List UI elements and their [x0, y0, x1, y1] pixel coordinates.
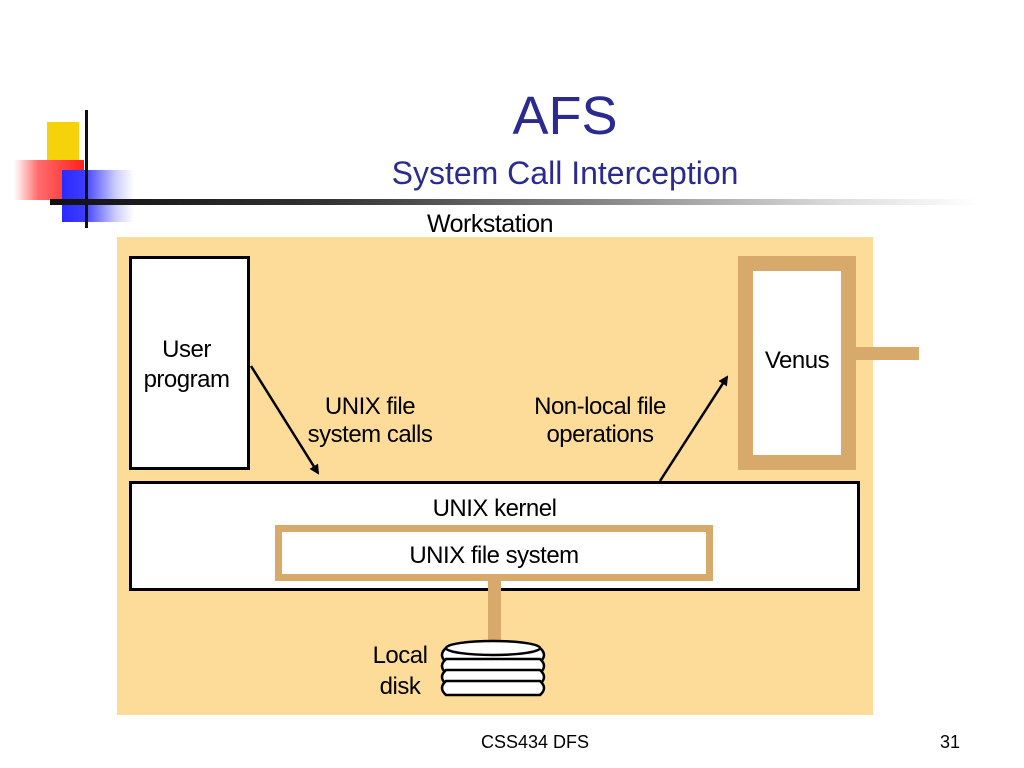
unix-kernel-label: UNIX kernel — [432, 495, 557, 522]
unix-file-system-label: UNIX file system — [409, 542, 579, 569]
logo-blue-square — [62, 170, 134, 222]
venus-label: Venus — [764, 347, 830, 374]
disk-icon — [440, 639, 546, 697]
footer-course-name: CSS434 DFS — [480, 732, 590, 752]
arrow-non-local-operations — [658, 375, 729, 482]
local-disk-label-line1: Local — [372, 642, 428, 669]
user-program-label-line2: program — [143, 366, 230, 393]
venus-network-connector — [856, 347, 919, 360]
disk-platter-4 — [440, 679, 546, 697]
disk-top — [444, 639, 542, 657]
local-disk-label-line2: disk — [379, 673, 421, 700]
slide-title: AFS — [512, 86, 618, 146]
non-local-operations-label-line1: Non-local file — [534, 393, 666, 420]
page-number: 31 — [939, 732, 960, 752]
non-local-operations-label: Non-local file operations — [510, 393, 690, 449]
logo-vertical-line — [85, 110, 88, 228]
title-underline — [50, 199, 980, 205]
user-program-label-line1: User — [162, 336, 211, 363]
slide-subtitle: System Call Interception — [391, 155, 739, 191]
user-program-box — [129, 256, 250, 470]
local-disk-label: Local disk — [355, 640, 445, 702]
unix-file-system-box — [275, 525, 713, 581]
user-program-label: User program — [129, 335, 244, 395]
venus-box — [738, 256, 856, 470]
workstation-label: Workstation — [426, 210, 554, 238]
system-calls-label: UNIX file system calls — [285, 393, 455, 449]
non-local-operations-label-line2: operations — [546, 421, 654, 448]
system-calls-label-line1: UNIX file — [324, 393, 416, 420]
arrow-system-calls — [249, 365, 320, 475]
system-calls-label-line2: system calls — [307, 421, 433, 448]
disk-connector — [488, 581, 501, 650]
